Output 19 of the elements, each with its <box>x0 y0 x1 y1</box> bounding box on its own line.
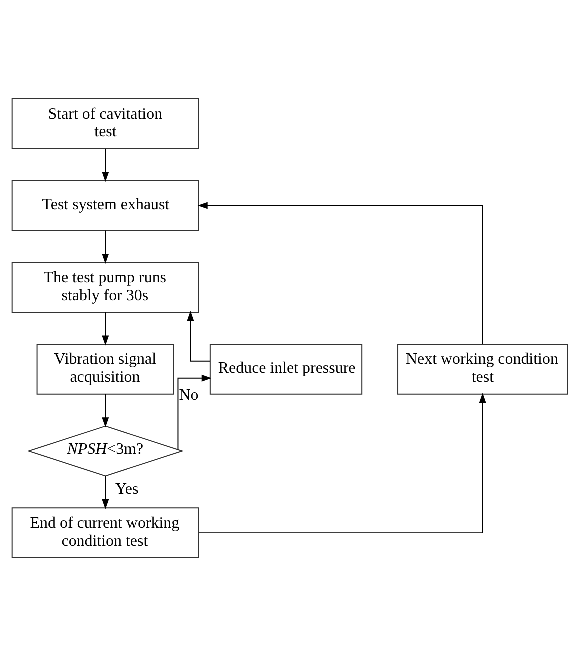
arrow <box>198 202 484 345</box>
node-box: Vibration signal acquisition <box>36 344 174 395</box>
edge-label: Yes <box>115 480 139 498</box>
edge-label: No <box>179 387 199 404</box>
arrow <box>198 393 486 534</box>
arrow <box>102 230 110 264</box>
arrow <box>178 374 212 450</box>
node-box: Next working condition test <box>398 344 568 395</box>
arrow <box>187 311 211 362</box>
node-box: End of current working condition test <box>12 508 200 558</box>
arrow <box>102 148 110 182</box>
arrow <box>102 394 110 428</box>
arrow <box>102 476 110 510</box>
node-box: The test pump runs stably for 30s <box>12 262 200 314</box>
node-box: Start of cavitation test <box>12 98 200 150</box>
node-box: Reduce inlet pressure <box>210 344 363 395</box>
node-box: Test system exhaust <box>12 180 200 232</box>
arrow <box>102 312 110 346</box>
node-diamond: NPSH<3m? <box>27 426 184 477</box>
